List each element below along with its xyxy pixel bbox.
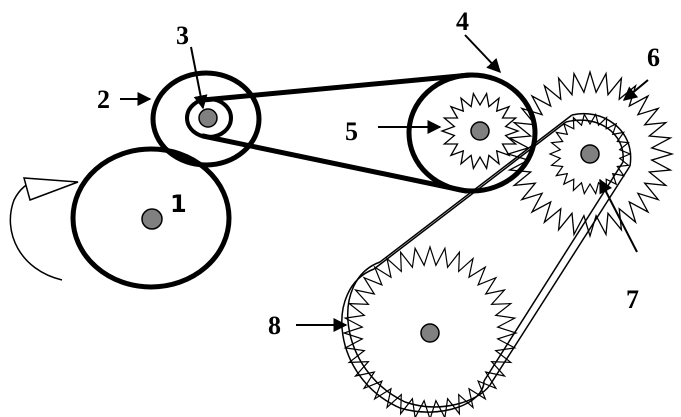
arrow-6 [622,79,649,101]
label-1: 1 [170,190,187,218]
pulley-3 [185,97,233,139]
label-8: 8 [268,311,281,340]
sprocket-8-axle [420,323,440,343]
label-6: 6 [647,43,660,72]
chain-7-8 [341,113,632,413]
pulley-1 [70,146,232,290]
arrow-3 [190,46,208,110]
pulley-3-axle [198,108,218,128]
label-2: 2 [97,85,110,114]
sprocket-7-axle [580,144,600,164]
arrow-4 [464,34,501,74]
label-4: 4 [456,7,469,36]
arrow-7 [599,178,638,253]
gear-5 [440,91,520,171]
belt-3-4 [200,72,473,194]
gear-5-axle [470,121,490,141]
pulley-2 [150,70,262,168]
rotation-direction-arrow [9,177,79,281]
label-7: 7 [626,285,639,314]
label-5: 5 [345,117,358,146]
pulley-1-axle [141,208,163,230]
sprocket-8 [342,245,518,417]
leader-arrows [120,34,649,332]
label-3: 3 [176,21,189,50]
